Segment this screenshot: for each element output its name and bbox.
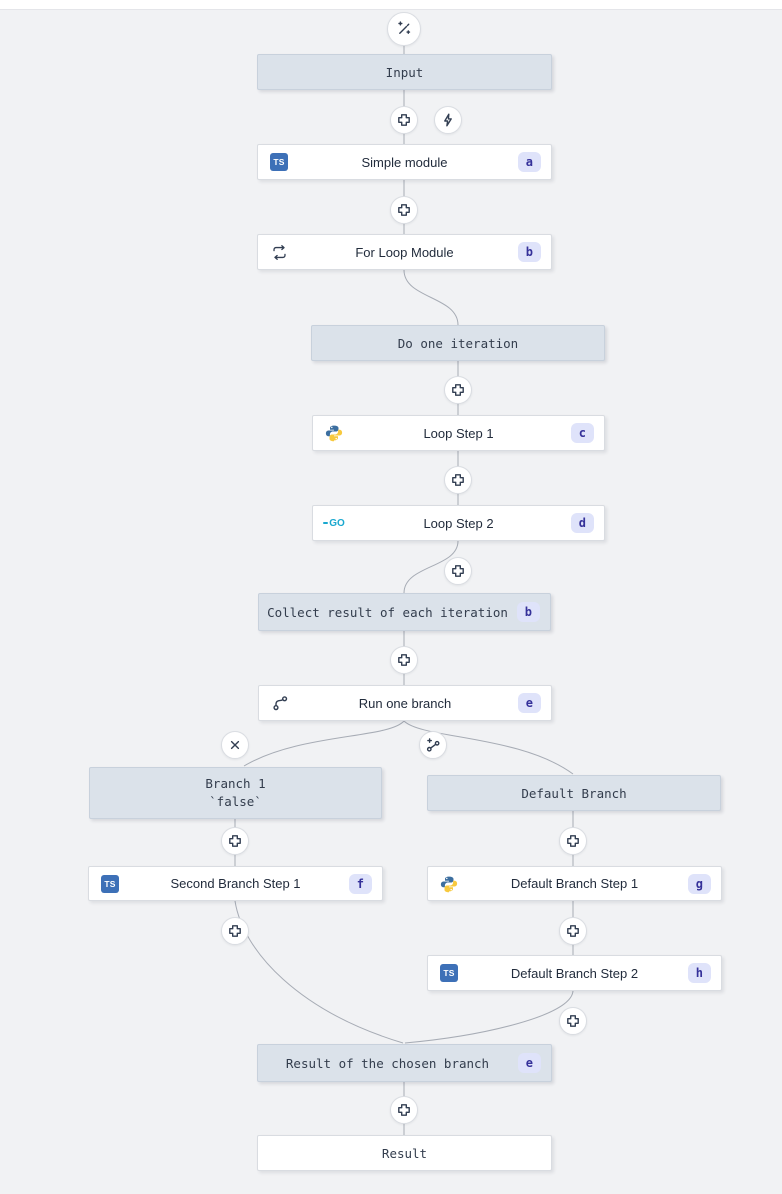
flow-node-collect-result[interactable]: Collect result of each iteration b: [258, 593, 551, 631]
add-step-button[interactable]: [444, 557, 472, 585]
add-branch-button[interactable]: [419, 731, 447, 759]
ai-wand-icon: [395, 20, 413, 38]
add-step-button[interactable]: [559, 917, 587, 945]
step-label: Simple module: [361, 154, 448, 170]
add-step-button[interactable]: [390, 106, 418, 134]
plus-icon: [396, 112, 412, 128]
flow-step-loop-step-2[interactable]: GO Loop Step 2 d: [312, 505, 605, 541]
add-step-button[interactable]: [444, 466, 472, 494]
for-loop-icon: [269, 242, 289, 262]
plus-icon: [450, 472, 466, 488]
plus-icon: [565, 923, 581, 939]
x-icon: [228, 738, 242, 752]
remove-branch-button[interactable]: [221, 731, 249, 759]
node-label: Do one iteration: [397, 335, 519, 351]
flow-node-result-of-chosen-branch[interactable]: Result of the chosen branch e: [257, 1044, 552, 1082]
step-label: Run one branch: [358, 695, 452, 711]
plus-icon: [450, 563, 466, 579]
lightning-bolt-icon: [440, 112, 456, 128]
step-id-badge: d: [570, 513, 594, 533]
node-id-badge: e: [517, 1053, 541, 1073]
add-trigger-button[interactable]: [434, 106, 462, 134]
flow-step-run-one-branch[interactable]: Run one branch e: [258, 685, 552, 721]
step-id-badge: f: [348, 873, 372, 894]
flow-node-branch-1[interactable]: Branch 1 `false`: [89, 767, 382, 819]
plus-icon: [396, 202, 412, 218]
step-id-badge: g: [687, 873, 711, 894]
flow-node-input[interactable]: Input: [257, 54, 552, 90]
add-step-button[interactable]: [390, 646, 418, 674]
step-id-badge: e: [517, 693, 541, 713]
node-label: Result: [381, 1145, 428, 1161]
node-label: Input: [385, 64, 424, 80]
flow-node-do-one-iteration[interactable]: Do one iteration: [311, 325, 605, 361]
step-id-badge: b: [517, 242, 541, 262]
step-id-badge: c: [570, 423, 594, 443]
flow-step-for-loop-module[interactable]: For Loop Module b: [257, 234, 552, 270]
step-label: For Loop Module: [355, 244, 454, 260]
step-id-badge: a: [517, 152, 541, 172]
step-id-badge: h: [687, 963, 711, 983]
flow-step-simple-module[interactable]: TS Simple module a: [257, 144, 552, 180]
typescript-icon: TS: [101, 874, 119, 893]
plus-icon: [450, 382, 466, 398]
branch-title: Branch 1: [205, 776, 266, 791]
branch-predicate: `false`: [209, 794, 262, 809]
step-label: Second Branch Step 1: [170, 876, 301, 891]
typescript-icon: TS: [270, 153, 288, 171]
python-icon: [439, 874, 459, 894]
add-step-button[interactable]: [390, 196, 418, 224]
node-label: Result of the chosen branch: [285, 1055, 490, 1071]
golang-icon: GO: [323, 518, 345, 529]
step-label: Loop Step 1: [423, 425, 494, 441]
plus-icon: [565, 1013, 581, 1029]
ai-flow-builder-button[interactable]: [387, 12, 421, 46]
flow-node-result[interactable]: Result: [257, 1135, 552, 1171]
flow-step-loop-step-1[interactable]: Loop Step 1 c: [312, 415, 605, 451]
node-id-badge: b: [516, 602, 540, 622]
add-step-button[interactable]: [221, 917, 249, 945]
node-label: Default Branch: [521, 785, 627, 801]
plus-icon: [227, 923, 243, 939]
branch-plus-icon: [425, 737, 441, 753]
plus-icon: [396, 1102, 412, 1118]
top-bar: [0, 0, 782, 10]
flow-step-default-branch-step-1[interactable]: Default Branch Step 1 g: [427, 866, 722, 901]
step-label: Default Branch Step 2: [510, 965, 639, 981]
python-icon: [324, 423, 344, 443]
plus-icon: [396, 652, 412, 668]
add-step-button[interactable]: [221, 827, 249, 855]
typescript-icon: TS: [440, 964, 458, 982]
flow-node-default-branch[interactable]: Default Branch: [427, 775, 721, 811]
add-step-button[interactable]: [390, 1096, 418, 1124]
plus-icon: [565, 833, 581, 849]
node-label: Collect result of each iteration: [267, 604, 508, 620]
flow-step-default-branch-step-2[interactable]: TS Default Branch Step 2 h: [427, 955, 722, 991]
step-label: Default Branch Step 1: [510, 876, 639, 891]
add-step-button[interactable]: [559, 827, 587, 855]
flow-step-second-branch-step-1[interactable]: TS Second Branch Step 1 f: [88, 866, 383, 901]
plus-icon: [227, 833, 243, 849]
step-label: Loop Step 2: [423, 515, 494, 531]
add-step-button[interactable]: [444, 376, 472, 404]
add-step-button[interactable]: [559, 1007, 587, 1035]
branch-icon: [270, 693, 290, 713]
